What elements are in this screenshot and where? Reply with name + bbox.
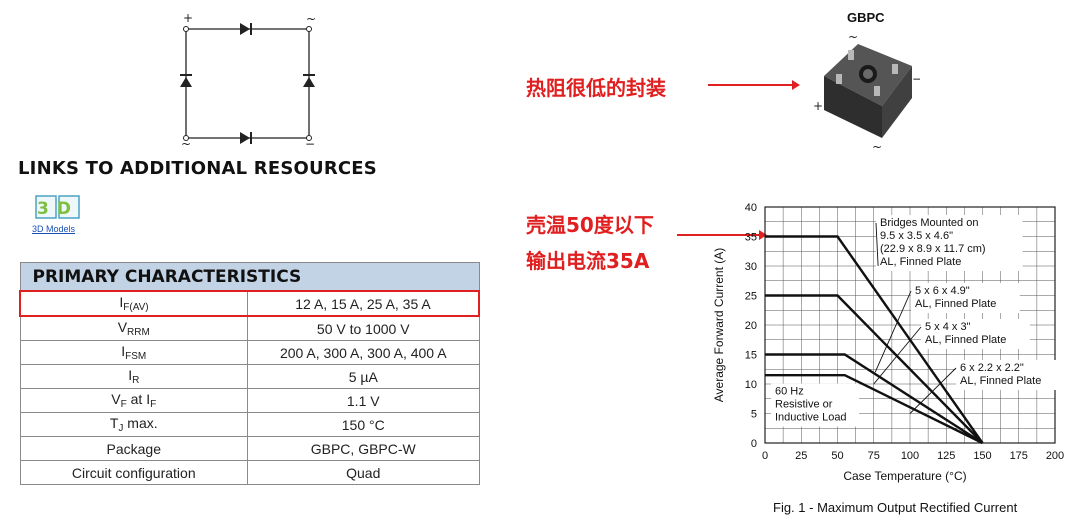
series-label-bg — [956, 360, 1065, 390]
series-label-bg — [876, 215, 1023, 271]
table-row-package: Package GBPC, GBPC-W — [19, 436, 480, 461]
series-label-2: AL, Finned Plate — [915, 298, 996, 310]
plot-frame — [764, 206, 1056, 444]
series-leader-line — [875, 222, 879, 267]
series-label-2: 5 x 6 x 4.9" — [915, 285, 970, 297]
x-tick-label: 25 — [795, 450, 807, 462]
series-line-1 — [765, 235, 984, 444]
table-row-ifsm: IFSM 200 A, 300 A, 300 A, 400 A — [19, 340, 480, 365]
3d-icon-text: 3D — [37, 199, 79, 219]
links-section-title: LINKS TO ADDITIONAL RESOURCES — [18, 158, 377, 179]
param-value: 1.1 V — [247, 388, 480, 413]
table-row-vrrm: VRRM 50 V to 1000 V — [19, 315, 480, 341]
load-note: Inductive Load — [775, 412, 847, 424]
series-label-bg — [921, 319, 1030, 349]
primary-characteristics-table: PRIMARY CHARACTERISTICS IF(AV) 12 A, 15 … — [19, 262, 480, 485]
y-tick-label: 20 — [745, 320, 757, 332]
terminal-plus: + — [183, 11, 193, 25]
param-value: 12 A, 15 A, 25 A, 35 A — [247, 290, 480, 317]
param-value: 5 µA — [247, 364, 480, 389]
y-tick-label: 0 — [751, 438, 757, 450]
param-symbol: IF(AV) — [19, 290, 248, 317]
series-label-4: 6 x 2.2 x 2.2" — [960, 362, 1024, 374]
bridge-rectifier-schematic: + ~ ~ − — [180, 11, 316, 148]
series-leader-line — [909, 367, 957, 414]
param-symbol: VRRM — [19, 315, 248, 341]
pin-ac-top: ~ — [848, 30, 858, 44]
param-value: 200 A, 300 A, 300 A, 400 A — [247, 340, 480, 365]
table-title: PRIMARY CHARACTERISTICS — [19, 262, 480, 292]
series-leader-line — [874, 290, 912, 373]
series-label-1: Bridges Mounted on — [880, 217, 978, 229]
terminal-minus: − — [305, 137, 315, 148]
series-label-3: 5 x 4 x 3" — [925, 321, 971, 333]
series-line-3 — [765, 353, 984, 445]
pin-plus: + — [813, 99, 823, 113]
diode-right-icon — [303, 77, 315, 87]
y-tick-label: 40 — [745, 202, 757, 214]
terminal-ac-bottom: ~ — [181, 137, 191, 148]
table-row-ifav: IF(AV) 12 A, 15 A, 25 A, 35 A — [19, 290, 480, 317]
arrow-right-icon — [708, 80, 800, 90]
series-label-1: AL, Finned Plate — [880, 256, 961, 268]
diode-left-icon — [180, 77, 192, 87]
series-label-3: AL, Finned Plate — [925, 334, 1006, 346]
x-tick-label: 175 — [1010, 450, 1028, 462]
table-row-ir: IR 5 µA — [19, 364, 480, 389]
param-symbol: Circuit configuration — [19, 460, 248, 485]
param-symbol: TJ max. — [19, 412, 248, 437]
table-row-circuit: Circuit configuration Quad — [19, 460, 480, 485]
y-tick-label: 35 — [745, 232, 757, 244]
pin-minus: − — [912, 72, 920, 86]
temp-note-line2: 输出电流35A — [526, 249, 650, 273]
x-tick-label: 100 — [901, 450, 919, 462]
y-tick-label: 5 — [751, 409, 757, 421]
gbpc-package-image: ~ − + ~ — [813, 30, 920, 154]
x-tick-label: 75 — [868, 450, 880, 462]
y-tick-label: 10 — [745, 379, 757, 391]
derating-chart: Bridges Mounted on9.5 x 3.5 x 4.6"(22.9 … — [712, 202, 1065, 483]
param-symbol: VF at IF — [19, 388, 248, 413]
param-value: Quad — [247, 460, 480, 485]
param-symbol: IFSM — [19, 340, 248, 365]
3d-models-link[interactable]: 3D Models — [32, 224, 76, 234]
series-line-2 — [765, 294, 984, 444]
param-symbol: IR — [19, 364, 248, 389]
arrow-right-icon — [677, 230, 767, 240]
pin-ac-bottom: ~ — [872, 140, 882, 154]
diode-bottom-icon — [240, 132, 250, 144]
param-value: 150 °C — [247, 412, 480, 437]
load-note: Resistive or — [775, 399, 833, 411]
series-leader-line — [873, 326, 922, 385]
x-tick-label: 125 — [937, 450, 955, 462]
series-label-1: (22.9 x 8.9 x 11.7 cm) — [880, 243, 986, 255]
x-tick-label: 50 — [831, 450, 843, 462]
temp-note-line1: 壳温50度以下 — [526, 213, 654, 237]
x-tick-label: 0 — [762, 450, 768, 462]
package-note: 热阻很低的封装 — [526, 76, 666, 100]
y-tick-label: 15 — [745, 350, 757, 362]
table-row-tj: TJ max. 150 °C — [19, 412, 480, 437]
param-value: GBPC, GBPC-W — [247, 436, 480, 461]
diode-top-icon — [240, 23, 250, 35]
y-tick-label: 30 — [745, 261, 757, 273]
param-symbol: Package — [19, 436, 248, 461]
y-axis-label: Average Forward Current (A) — [712, 248, 726, 403]
x-axis-label: Case Temperature (°C) — [843, 469, 966, 483]
package-label: GBPC — [847, 10, 885, 25]
x-tick-label: 200 — [1046, 450, 1064, 462]
series-line-4 — [765, 373, 984, 445]
series-label-1: 9.5 x 3.5 x 4.6" — [880, 230, 953, 242]
load-note-bg — [771, 383, 859, 427]
table-row-vf: VF at IF 1.1 V — [19, 388, 480, 413]
3d-models-icon[interactable]: 3D — [34, 193, 82, 221]
figure-caption: Fig. 1 - Maximum Output Rectified Curren… — [773, 500, 1018, 515]
param-value: 50 V to 1000 V — [247, 315, 480, 341]
x-tick-label: 150 — [973, 450, 991, 462]
y-tick-label: 25 — [745, 291, 757, 303]
series-label-4: AL, Finned Plate — [960, 375, 1041, 387]
series-label-bg — [911, 283, 1020, 313]
terminal-ac-top: ~ — [306, 12, 316, 26]
load-note: 60 Hz — [775, 386, 804, 398]
